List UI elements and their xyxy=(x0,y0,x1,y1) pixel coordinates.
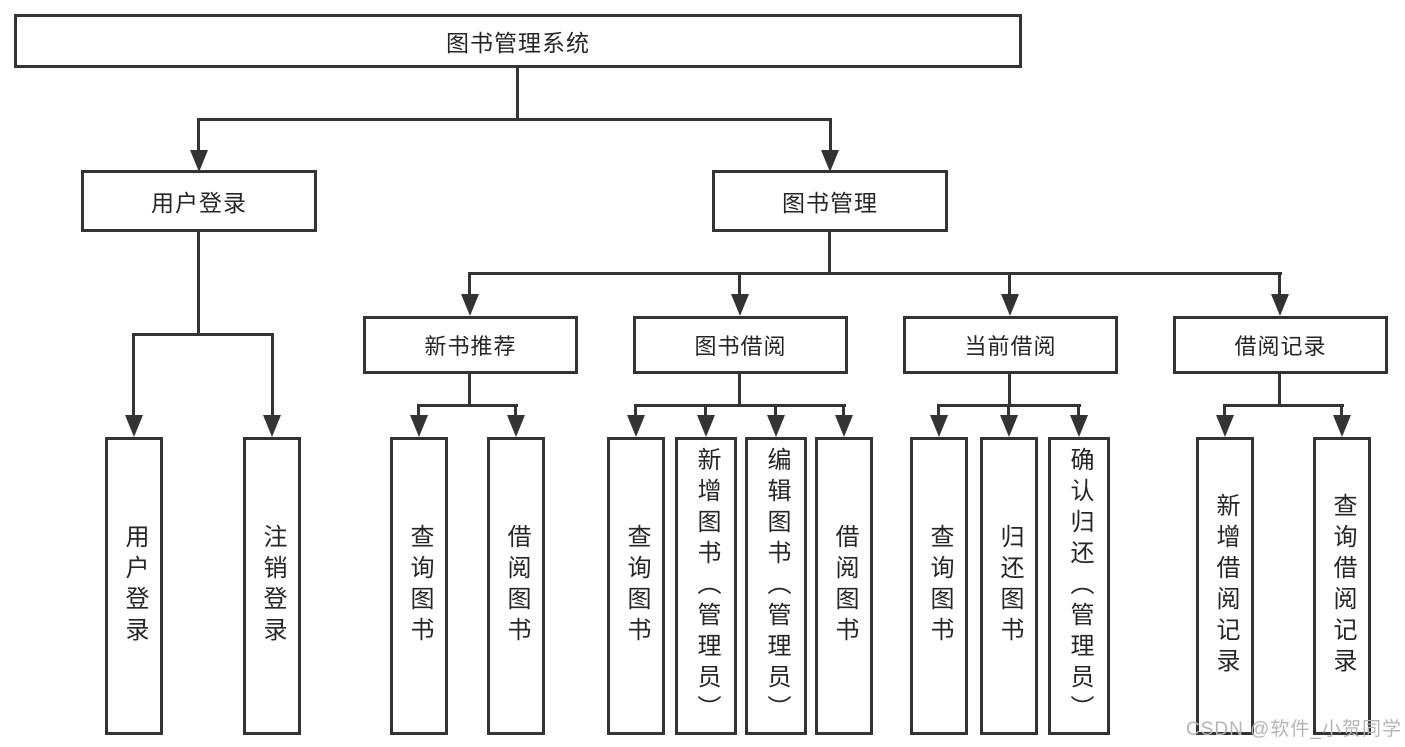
leaf-query-books-recommend: 查询图书 xyxy=(390,437,448,735)
leaf-user-login: 用户登录 xyxy=(105,437,163,735)
arrowhead-down-icon xyxy=(190,150,208,172)
node-user-login: 用户登录 xyxy=(81,170,317,232)
leaf-user-login-label: 用户登录 xyxy=(121,524,148,648)
arrowhead-down-icon xyxy=(1070,415,1088,437)
node-new-book-recommend: 新书推荐 xyxy=(363,316,578,374)
arrowhead-down-icon xyxy=(410,415,428,437)
node-current-borrow-label: 当前借阅 xyxy=(964,334,1057,359)
arrowhead-down-icon xyxy=(1216,415,1234,437)
connector-line xyxy=(417,404,518,407)
connector-line xyxy=(1223,404,1344,407)
node-new-book-recommend-label: 新书推荐 xyxy=(424,334,517,359)
leaf-query-books-current: 查询图书 xyxy=(910,437,968,735)
node-user-login-label: 用户登录 xyxy=(151,190,247,216)
leaf-logout: 注销登录 xyxy=(243,437,301,735)
leaf-add-borrow-record-label: 新增借阅记录 xyxy=(1212,493,1239,679)
connector-line xyxy=(1008,372,1011,407)
leaf-borrow-books-recommend-label: 借阅图书 xyxy=(503,524,530,648)
connector-line xyxy=(271,333,274,417)
node-root-label: 图书管理系统 xyxy=(446,30,590,56)
arrowhead-down-icon xyxy=(821,150,839,172)
leaf-query-books-current-label: 查询图书 xyxy=(926,524,953,648)
arrowhead-down-icon xyxy=(767,415,785,437)
leaf-borrow-books-recommend: 借阅图书 xyxy=(487,437,545,735)
connector-line xyxy=(514,404,517,418)
connector-line xyxy=(1340,404,1343,418)
connector-line xyxy=(197,118,832,121)
arrowhead-down-icon xyxy=(627,415,645,437)
leaf-return-books-label: 归还图书 xyxy=(996,524,1023,648)
connector-line xyxy=(738,272,741,297)
leaf-confirm-return-admin-label: 确认归还（管理员） xyxy=(1066,446,1093,726)
leaf-query-borrow-record-label: 查询借阅记录 xyxy=(1329,493,1356,679)
leaf-borrow-books-label: 借阅图书 xyxy=(831,524,858,648)
arrowhead-down-icon xyxy=(930,415,948,437)
arrowhead-down-icon xyxy=(697,415,715,437)
connector-line xyxy=(1223,404,1226,418)
connector-line xyxy=(634,404,846,407)
connector-line xyxy=(1008,272,1011,297)
connector-line xyxy=(132,333,135,417)
connector-line xyxy=(634,404,637,418)
leaf-confirm-return-admin: 确认归还（管理员） xyxy=(1048,437,1110,735)
connector-line xyxy=(1007,404,1010,418)
connector-line xyxy=(1077,404,1080,418)
connector-line xyxy=(468,272,1282,275)
arrowhead-down-icon xyxy=(731,294,749,316)
arrowhead-down-icon xyxy=(1000,415,1018,437)
arrowhead-down-icon xyxy=(461,294,479,316)
node-borrow-records-label: 借阅记录 xyxy=(1234,334,1327,359)
node-borrow-records: 借阅记录 xyxy=(1173,316,1388,374)
leaf-query-books-borrow: 查询图书 xyxy=(607,437,665,735)
node-root: 图书管理系统 xyxy=(14,14,1022,68)
connector-line xyxy=(828,230,831,275)
connector-line xyxy=(704,404,707,418)
arrowhead-down-icon xyxy=(1333,415,1351,437)
connector-line xyxy=(1278,272,1281,297)
arrowhead-down-icon xyxy=(1271,294,1289,316)
connector-line xyxy=(417,404,420,418)
leaf-add-borrow-record: 新增借阅记录 xyxy=(1196,437,1254,735)
connector-line xyxy=(468,272,471,297)
leaf-edit-books-admin: 编辑图书（管理员） xyxy=(745,437,807,735)
leaf-return-books: 归还图书 xyxy=(980,437,1038,735)
arrowhead-down-icon xyxy=(835,415,853,437)
leaf-logout-label: 注销登录 xyxy=(259,524,286,648)
connector-line xyxy=(1278,372,1281,407)
node-current-borrow: 当前借阅 xyxy=(903,316,1118,374)
connector-line xyxy=(829,118,832,154)
leaf-edit-books-admin-label: 编辑图书（管理员） xyxy=(763,446,790,726)
connector-line xyxy=(197,118,200,154)
connector-line xyxy=(774,404,777,418)
node-book-management-label: 图书管理 xyxy=(782,190,878,216)
csdn-watermark: CSDN @软件_小贺同学 xyxy=(1186,719,1402,740)
leaf-borrow-books: 借阅图书 xyxy=(815,437,873,735)
node-book-borrow: 图书借阅 xyxy=(633,316,848,374)
connector-line xyxy=(197,230,200,336)
arrowhead-down-icon xyxy=(507,415,525,437)
arrowhead-down-icon xyxy=(125,415,143,437)
node-book-management: 图书管理 xyxy=(712,170,948,232)
connector-line xyxy=(468,372,471,407)
leaf-query-borrow-record: 查询借阅记录 xyxy=(1313,437,1371,735)
arrowhead-down-icon xyxy=(263,415,281,437)
connector-line xyxy=(937,404,940,418)
leaf-add-books-admin: 新增图书（管理员） xyxy=(675,437,737,735)
connector-line xyxy=(842,404,845,418)
connector-line xyxy=(738,372,741,407)
leaf-query-books-recommend-label: 查询图书 xyxy=(406,524,433,648)
node-book-borrow-label: 图书借阅 xyxy=(694,334,787,359)
connector-line xyxy=(516,66,519,121)
connector-line xyxy=(132,333,274,336)
arrowhead-down-icon xyxy=(1001,294,1019,316)
leaf-query-books-borrow-label: 查询图书 xyxy=(623,524,650,648)
leaf-add-books-admin-label: 新增图书（管理员） xyxy=(693,446,720,726)
